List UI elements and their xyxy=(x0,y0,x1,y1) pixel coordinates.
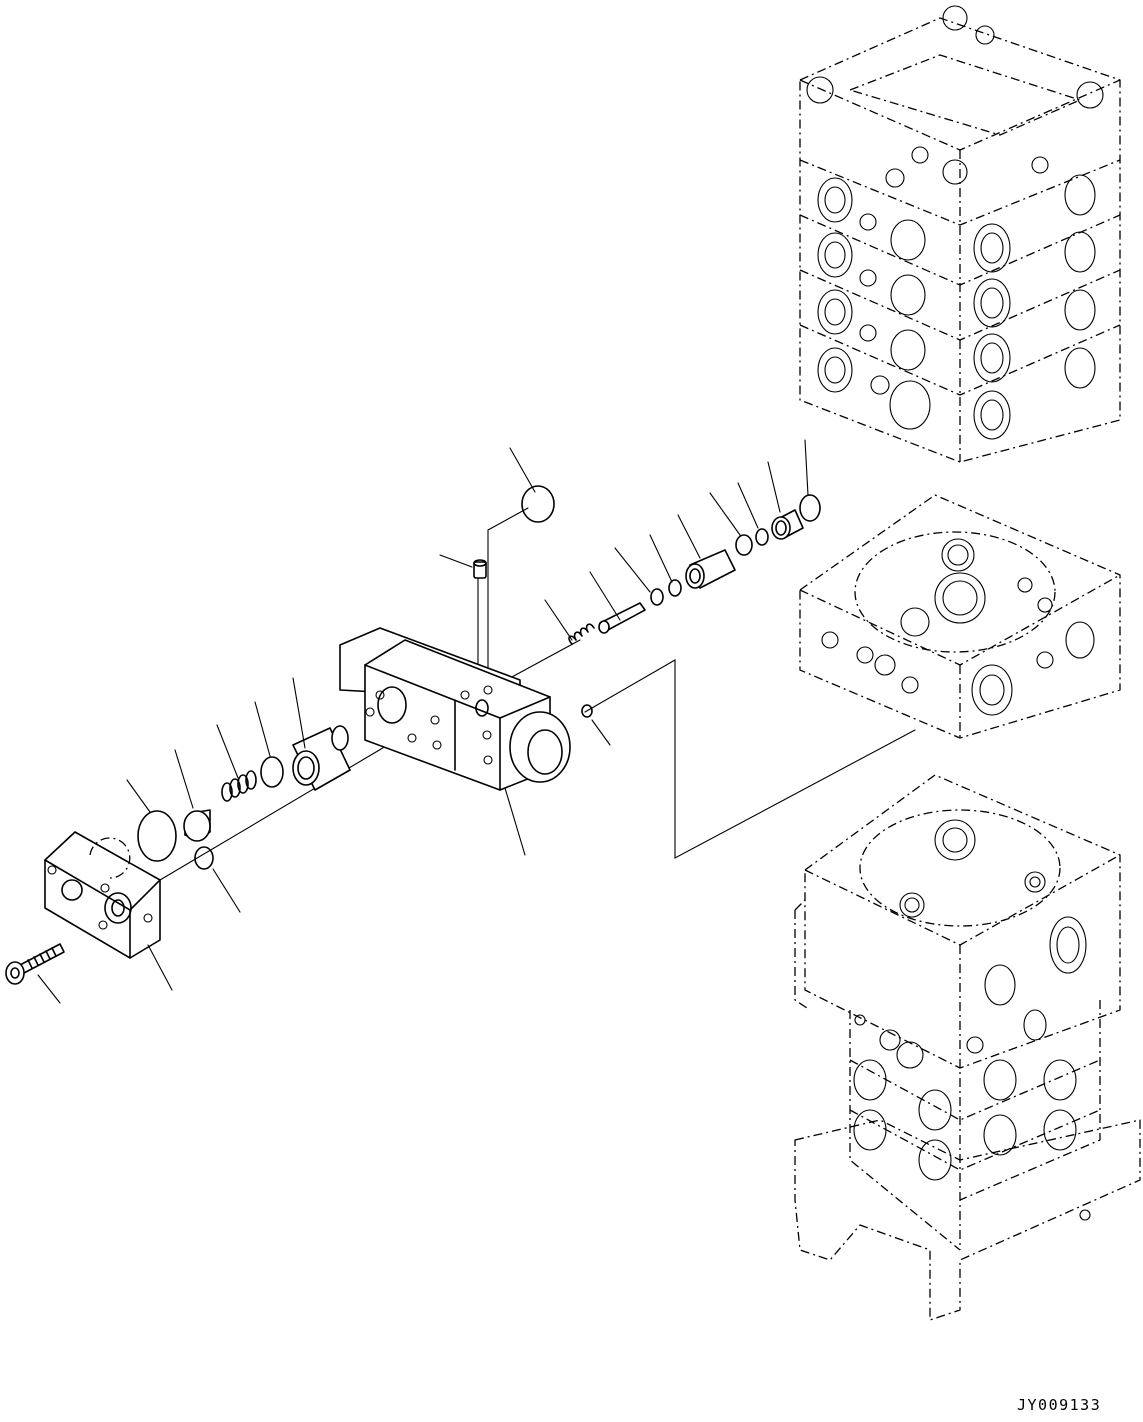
piston xyxy=(685,549,736,589)
o-ring-4 xyxy=(755,528,769,546)
o-ring-top xyxy=(521,485,555,523)
drawing-id-label: JY009133 xyxy=(1017,1396,1102,1414)
callout-leaders xyxy=(37,439,809,1004)
o-ring-small xyxy=(581,704,593,718)
spring-left xyxy=(221,770,257,802)
control-valve-stack-top xyxy=(799,5,1121,463)
o-ring-5 xyxy=(799,494,821,522)
o-ring-3 xyxy=(735,534,753,556)
o-ring-left-1 xyxy=(260,756,284,788)
o-ring-large xyxy=(137,810,177,862)
assembly-lines xyxy=(159,507,916,881)
sleeve xyxy=(292,725,351,791)
cover xyxy=(44,831,161,959)
poppet xyxy=(598,602,646,634)
o-ring-2 xyxy=(668,579,682,597)
plug-sleeve xyxy=(771,509,804,540)
control-valve-stack-bottom xyxy=(794,774,1141,1321)
valve-body xyxy=(339,627,571,791)
o-ring-1 xyxy=(650,588,664,606)
valve-section-middle xyxy=(799,494,1121,739)
bolt xyxy=(5,943,65,985)
plug xyxy=(473,559,487,579)
spring-small xyxy=(568,623,595,645)
cap xyxy=(183,809,211,842)
o-ring-small-left xyxy=(194,846,214,870)
